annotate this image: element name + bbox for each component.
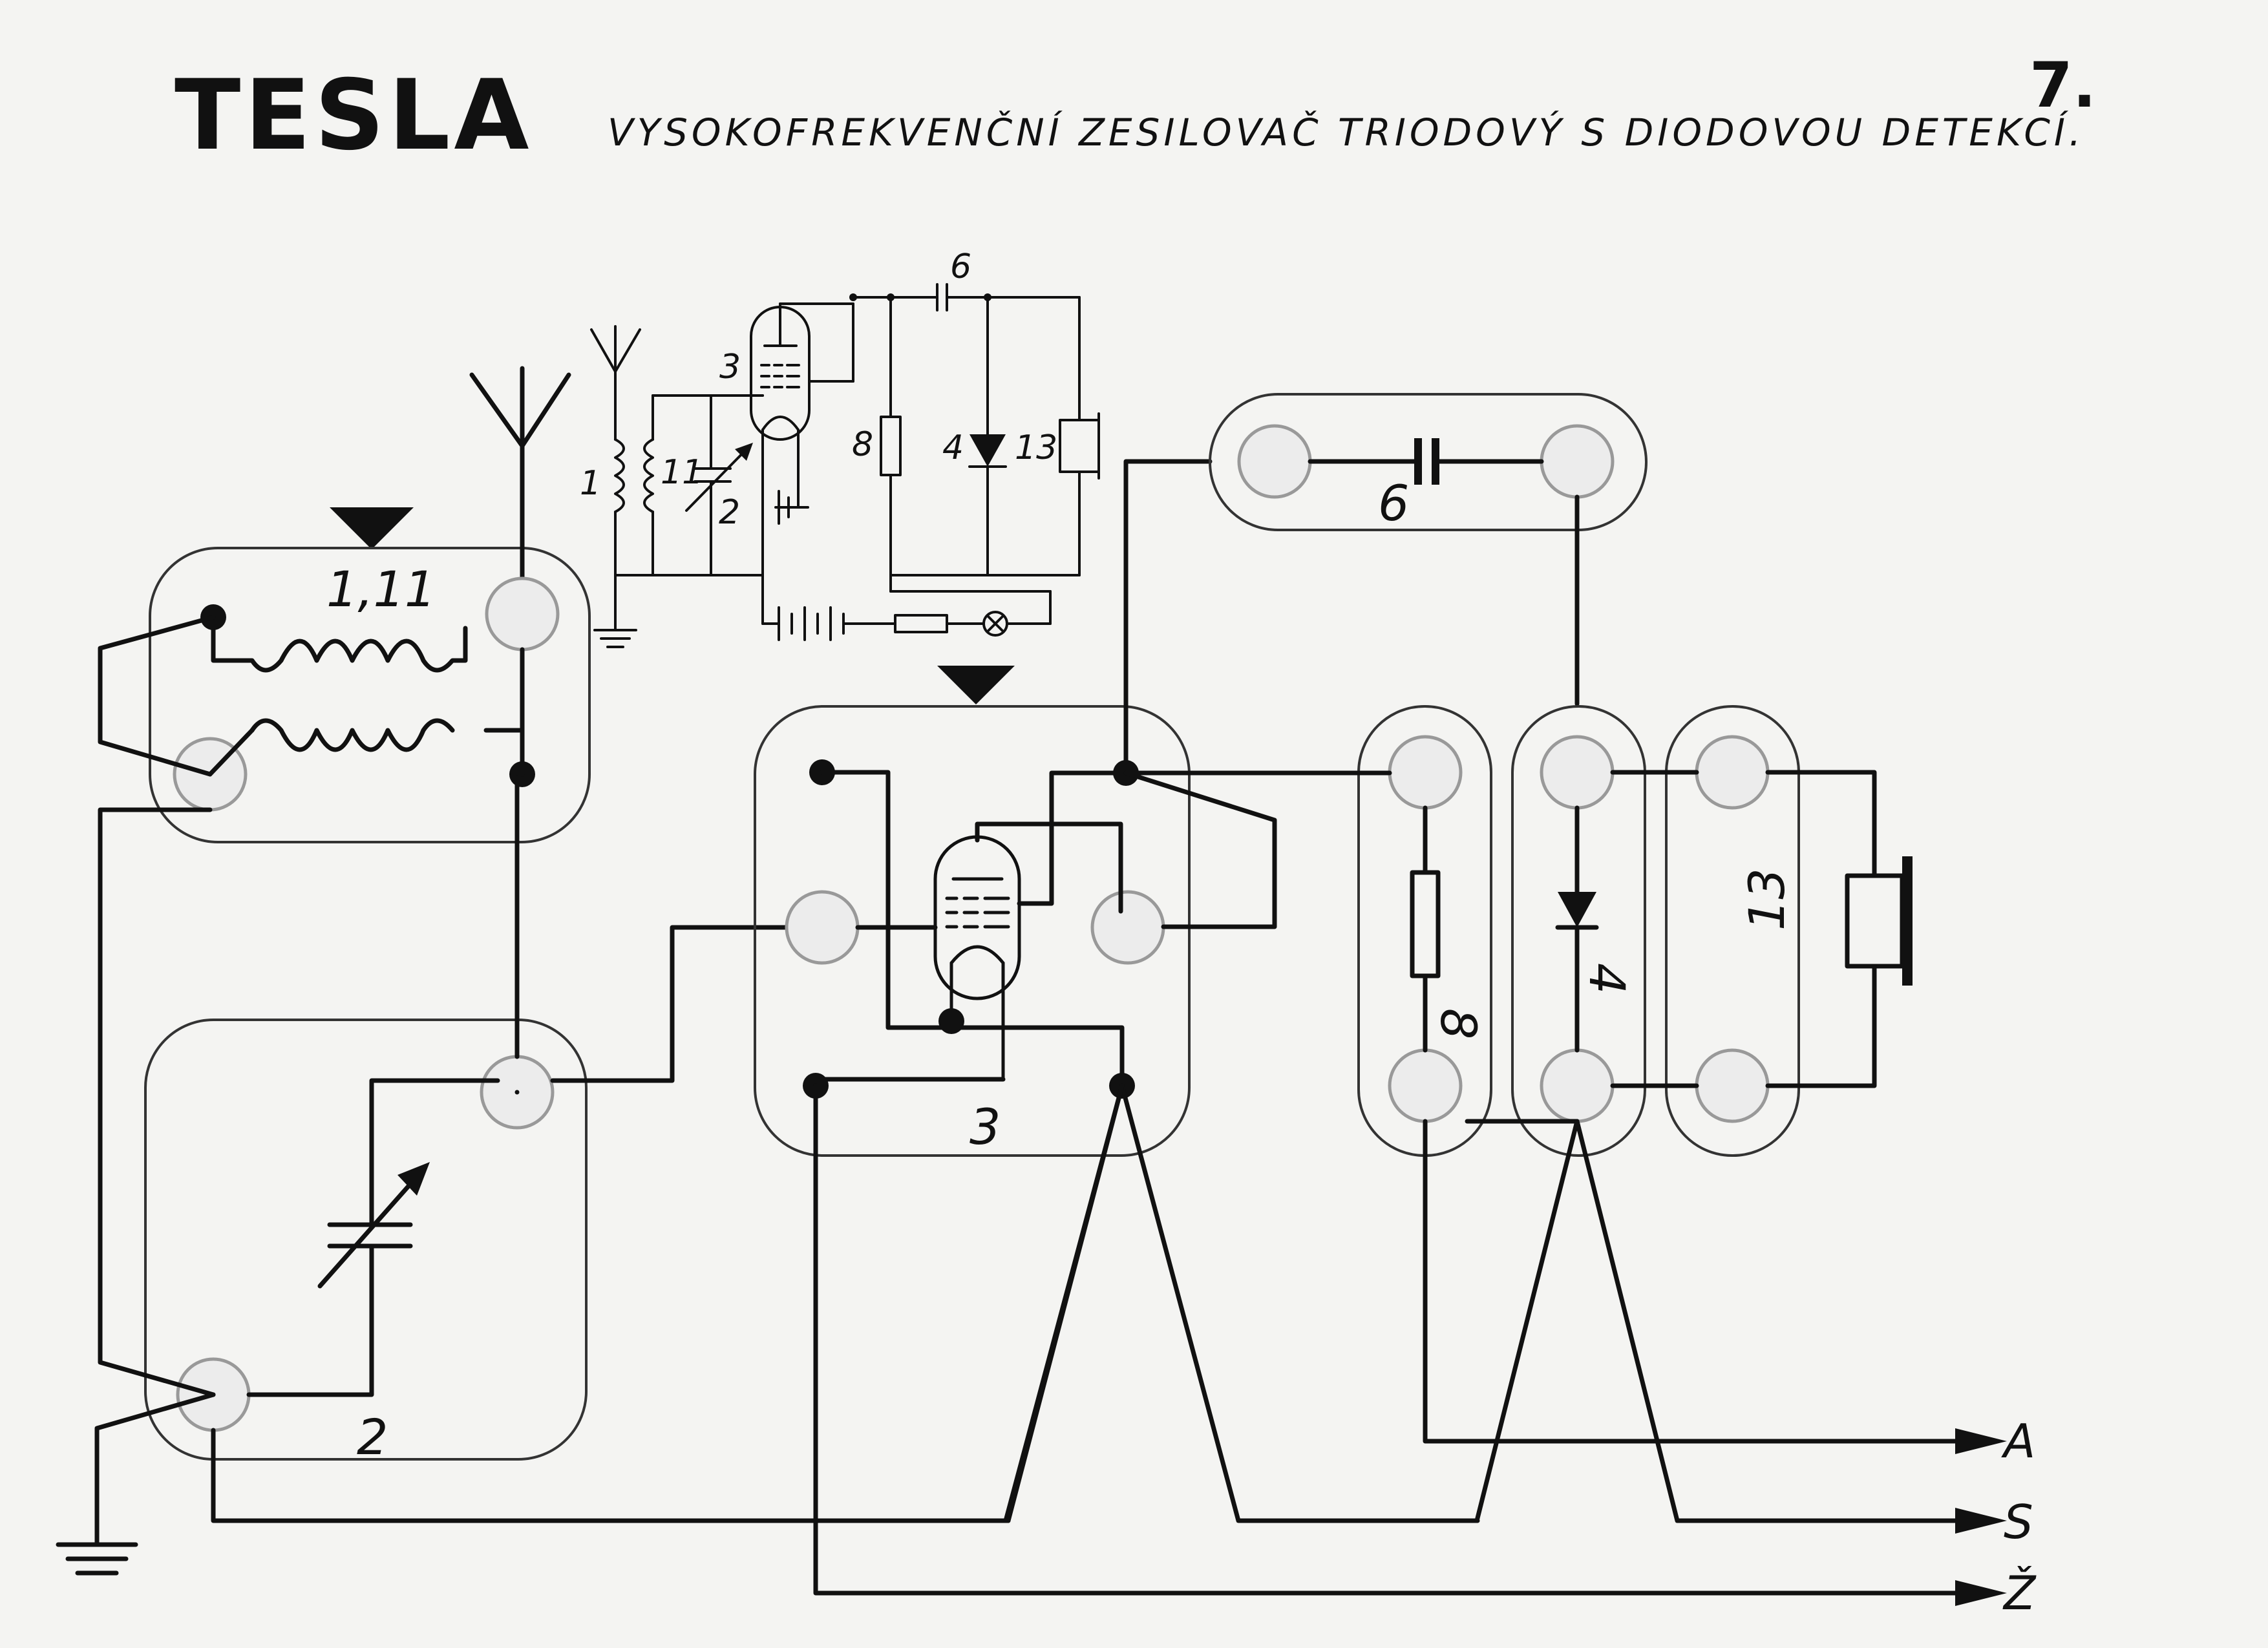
schematic-label-coupling-cap: 6 — [950, 248, 971, 286]
socket[interactable] — [1695, 735, 1770, 810]
schematic-label-resistor: 8 — [852, 425, 873, 464]
ground-icon — [593, 574, 637, 648]
headphones-icon — [1765, 770, 1913, 1088]
reference-schematic: 1 11 2 — [580, 248, 1100, 648]
antenna-icon — [469, 366, 571, 617]
socket[interactable] — [1388, 1048, 1463, 1123]
antenna-icon — [590, 325, 641, 418]
ground-icon — [56, 1392, 216, 1576]
lamp-icon — [982, 611, 1008, 637]
socket[interactable] — [785, 890, 860, 965]
schematic-label-diode: 4 — [942, 428, 964, 467]
schematic-label-var-cap: 2 — [719, 493, 740, 532]
page-title: VYSOKOFREKVENČNÍ ZESILOVAČ TRIODOVÝ S DI… — [608, 110, 2084, 154]
module-label-triode: 3 — [970, 1098, 1001, 1156]
schematic-label-headphones: 13 — [1015, 428, 1057, 467]
schematic-label-coil-primary: 1 — [580, 464, 601, 503]
socket[interactable] — [1388, 735, 1463, 810]
module-label-coil: 1,11 — [326, 560, 436, 618]
socket[interactable] — [1237, 424, 1312, 499]
terminal-a-label: A — [2001, 1414, 2035, 1468]
socket[interactable] — [1540, 1048, 1615, 1123]
socket[interactable] — [1540, 424, 1615, 499]
coil-icon — [614, 416, 654, 576]
module-resistor[interactable]: 8 — [1123, 705, 1958, 1444]
module-label-diode: 4 — [1578, 963, 1636, 994]
variable-capacitor-icon — [685, 394, 753, 576]
diode-icon — [1555, 805, 1599, 1053]
socket[interactable] — [1540, 735, 1615, 810]
battery-icon — [778, 606, 845, 641]
schematic-label-tube: 3 — [719, 348, 741, 386]
socket[interactable] — [485, 576, 560, 651]
triode-tube-icon — [933, 835, 1021, 1000]
triode-tube-icon — [750, 306, 811, 441]
terminal-s-label: S — [2004, 1495, 2033, 1549]
module-label-headphones: 13 — [1738, 868, 1796, 931]
module-coil[interactable]: 1,11 — [98, 366, 591, 843]
resistor-icon — [1410, 805, 1441, 1053]
brand-logo: TESLA — [175, 59, 533, 172]
module-coupling-capacitor[interactable]: 6 — [1209, 393, 1648, 706]
module-label-capacitor: 2 — [357, 1408, 388, 1466]
module-label-coupling-cap: 6 — [1378, 474, 1409, 532]
module-marker-icon — [330, 507, 414, 549]
page-number: 7. — [2030, 49, 2096, 121]
socket[interactable] — [1695, 1048, 1770, 1123]
schematic-label-coil-secondary: 11 — [661, 453, 703, 492]
socket[interactable] — [1090, 890, 1165, 965]
module-marker-icon — [937, 666, 1015, 704]
module-label-resistor: 8 — [1430, 1008, 1487, 1039]
module-headphones[interactable]: 13 — [1610, 705, 1913, 1157]
coil-icon — [207, 619, 525, 777]
module-diode[interactable]: 4 — [1465, 705, 1958, 1523]
module-capacitor[interactable]: 2 — [56, 775, 1011, 1576]
terminal-z-label: Ž — [2002, 1566, 2037, 1620]
output-terminals: A S Ž — [1003, 1083, 2037, 1620]
variable-capacitor-icon — [246, 775, 520, 1397]
